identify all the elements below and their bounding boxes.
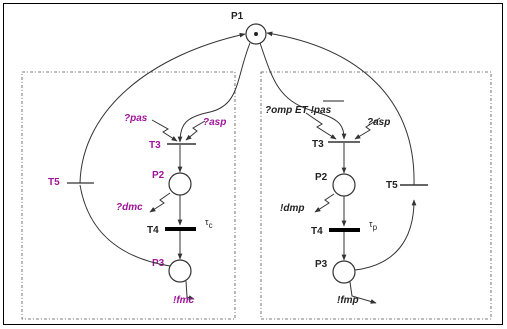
left-output-fmc-arrow xyxy=(185,280,195,300)
arc-right-t5-to-p1 xyxy=(266,31,415,186)
right-subnet-box xyxy=(260,71,492,320)
right-p2-label: P2 xyxy=(315,172,328,183)
right-input-omp-arrow xyxy=(305,112,337,140)
left-input-pas-label: ?pas xyxy=(124,113,148,124)
right-t3-label: T3 xyxy=(312,139,324,150)
right-t4-label: T4 xyxy=(311,226,323,237)
right-delay-symbol: τ xyxy=(369,219,373,229)
left-input-pas-arrow xyxy=(151,119,178,142)
left-subnet-box xyxy=(21,71,236,320)
left-delay-label: τc xyxy=(205,217,213,230)
arc-left-t5-to-p1 xyxy=(79,32,246,184)
left-output-dmc-label: ?dmc xyxy=(116,202,143,213)
left-place-p2 xyxy=(168,172,192,196)
left-delay-symbol: τ xyxy=(205,217,209,227)
left-t3-label: T3 xyxy=(149,140,161,151)
left-input-asp-label: ?asp xyxy=(203,117,226,128)
place-p1-label: P1 xyxy=(231,11,244,22)
arc-p1-to-left-t3 xyxy=(177,42,251,143)
right-transition-t4 xyxy=(329,228,360,232)
place-p1 xyxy=(245,23,267,45)
right-output-dmp-arrow xyxy=(314,193,335,213)
left-t4-label: T4 xyxy=(147,225,159,236)
left-input-asp-arrow xyxy=(185,120,206,141)
left-output-dmc-arrow xyxy=(149,192,171,213)
right-input-asp-label: ?asp xyxy=(367,117,390,128)
right-delay-subscript: p xyxy=(373,223,378,232)
right-input-asp-arrow xyxy=(354,117,381,140)
right-p3-label: P3 xyxy=(315,259,328,270)
left-output-fmc-label: !fmc xyxy=(173,295,195,306)
token-dot xyxy=(254,32,258,36)
arc-left-p3-to-t5 xyxy=(79,184,171,267)
right-output-fmp-label: !fmp xyxy=(337,295,359,306)
right-input-omp-main: ?omp ET xyxy=(265,105,311,116)
right-input-pas-overline: !pas xyxy=(311,105,332,116)
left-p2-label: P2 xyxy=(152,170,165,181)
right-place-p2 xyxy=(332,173,356,197)
left-transition-t4 xyxy=(165,227,196,231)
right-output-fmp-arrow xyxy=(349,281,377,304)
arc-p1-to-right-t3 xyxy=(259,42,347,140)
right-delay-label: τp xyxy=(369,219,378,232)
left-delay-subscript: c xyxy=(209,221,213,230)
right-output-dmp-label: !dmp xyxy=(280,203,304,214)
right-t5-label: T5 xyxy=(386,180,398,191)
outer-frame xyxy=(3,3,503,325)
left-t5-label: T5 xyxy=(48,177,60,188)
left-place-p3 xyxy=(168,259,192,283)
right-place-p3 xyxy=(332,260,356,284)
arc-right-p3-to-t5 xyxy=(354,199,417,271)
right-input-omp-label: ?omp ET !pas xyxy=(265,105,332,116)
